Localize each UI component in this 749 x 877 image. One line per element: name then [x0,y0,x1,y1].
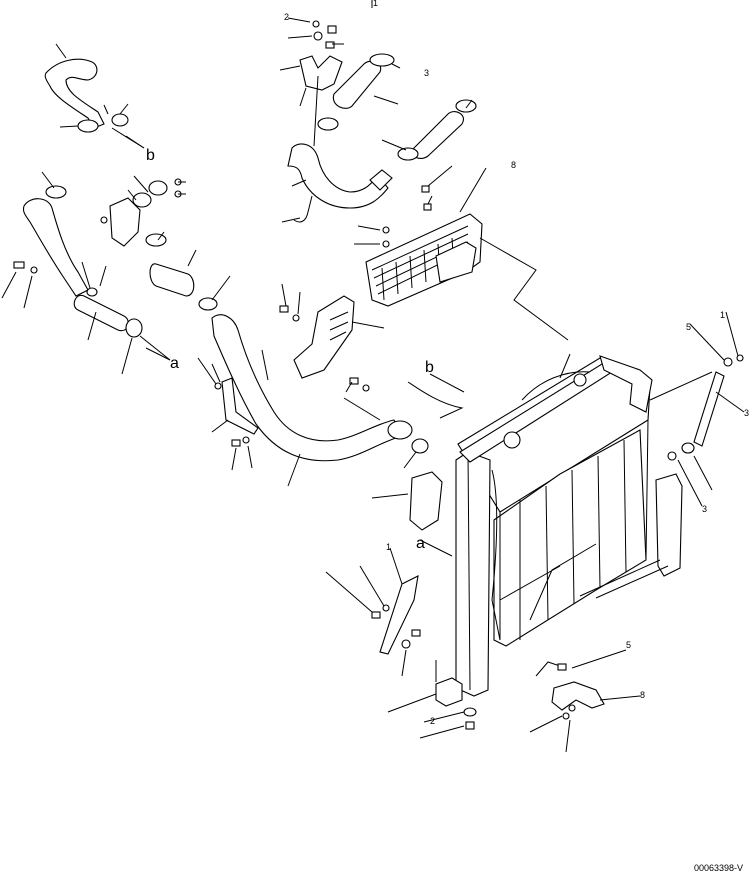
hose-straight [411,111,464,159]
curved-hose-upper-left [44,58,105,129]
hose-connector [369,169,393,191]
bolt [325,41,335,49]
bolt [349,377,359,385]
washer [292,314,300,322]
bolt [421,185,430,193]
bolt [736,354,744,362]
drawing-id: 00063398-V [693,863,743,873]
left-hose-group: a [1,171,179,375]
cover-plate [409,471,443,531]
part-number: 5 [686,322,691,332]
radiator-cap [503,431,521,449]
bolt [214,382,222,390]
side-frame [455,451,491,697]
part-number: 8 [640,690,645,700]
lower-left-bracket-group [325,547,421,677]
radiator-assembly: b a [371,353,683,697]
callout-b-radiator: b [425,359,434,376]
washer [313,31,323,41]
washer [401,639,411,649]
bracket [379,575,419,655]
washer [681,442,695,454]
part-number: 1 [386,542,391,552]
center-bracket-group [279,283,385,393]
hose-clamp [148,180,168,196]
right-stay-group [649,311,745,507]
hose-bracket-upper [299,55,343,91]
hose-straight-left [73,294,129,332]
hose-clamp [198,297,218,311]
rubber-mount [435,677,463,707]
curved-hose-left [22,198,89,297]
part-number: 1 [373,0,378,8]
hose-clamp [369,53,395,67]
hose-flange [387,420,413,440]
bracket [221,377,259,435]
middle-hose-group [100,175,231,311]
washer [30,266,38,274]
bracket [293,295,355,379]
hose-clamp [86,287,98,297]
receiver-tank [655,473,683,577]
main-radiator-hose [211,314,429,487]
callout-b: b [146,147,155,164]
bolt [465,721,475,730]
part-number: 3 [744,408,749,418]
hose-clamp [317,117,339,131]
washer [382,604,390,612]
washer [723,357,733,367]
bolt [13,261,25,269]
bolt [423,203,432,211]
bolt [279,305,289,313]
washer [463,707,477,717]
bolt [411,629,421,637]
bolt [100,216,108,224]
hose-straight [332,60,382,109]
bolt [327,25,337,34]
mount-bracket [551,681,605,711]
o-ring [411,438,429,454]
part-number: 2 [284,12,289,22]
hose-clamp [77,119,99,133]
callout-a: a [170,355,179,372]
part-number: 8 [511,160,516,170]
hose-elbow [109,197,141,247]
hose-clamp [145,233,167,247]
left-bracket-group [197,357,259,471]
curved-hose-upper-center [287,143,389,209]
part-number: 1 [720,310,725,320]
bolt [557,663,567,671]
hose-clamp [111,113,129,127]
o-ring [132,192,152,208]
part-number: 2 [430,716,435,726]
washer [362,384,370,392]
part-number-labels: 1 2 3 8 5 1 3 3 5 8 2 1 [284,0,749,726]
part-number: 5 [626,640,631,650]
hose-clamp [45,185,67,199]
part-number: 3 [702,504,707,514]
washer [242,436,250,444]
bolt [231,439,241,447]
washer [382,240,390,248]
upper-left-hose-group: b [44,43,155,164]
hose-clamp [125,318,143,338]
bolt [382,226,390,234]
bolt [667,451,677,461]
bolt [371,611,381,619]
upper-center-hose-group [279,0,477,223]
hose-straight [149,263,195,297]
washer [568,704,576,712]
bolt [562,712,570,720]
hose-clamp [455,99,477,113]
bolt [312,20,320,28]
stay-rod [693,371,725,447]
callout-a-radiator: a [416,535,425,552]
radiator-cap [573,373,587,387]
hose-clamp [397,147,419,161]
radiator-grille [354,165,569,341]
part-number: 3 [424,68,429,78]
bottom-parts-group [387,649,641,753]
